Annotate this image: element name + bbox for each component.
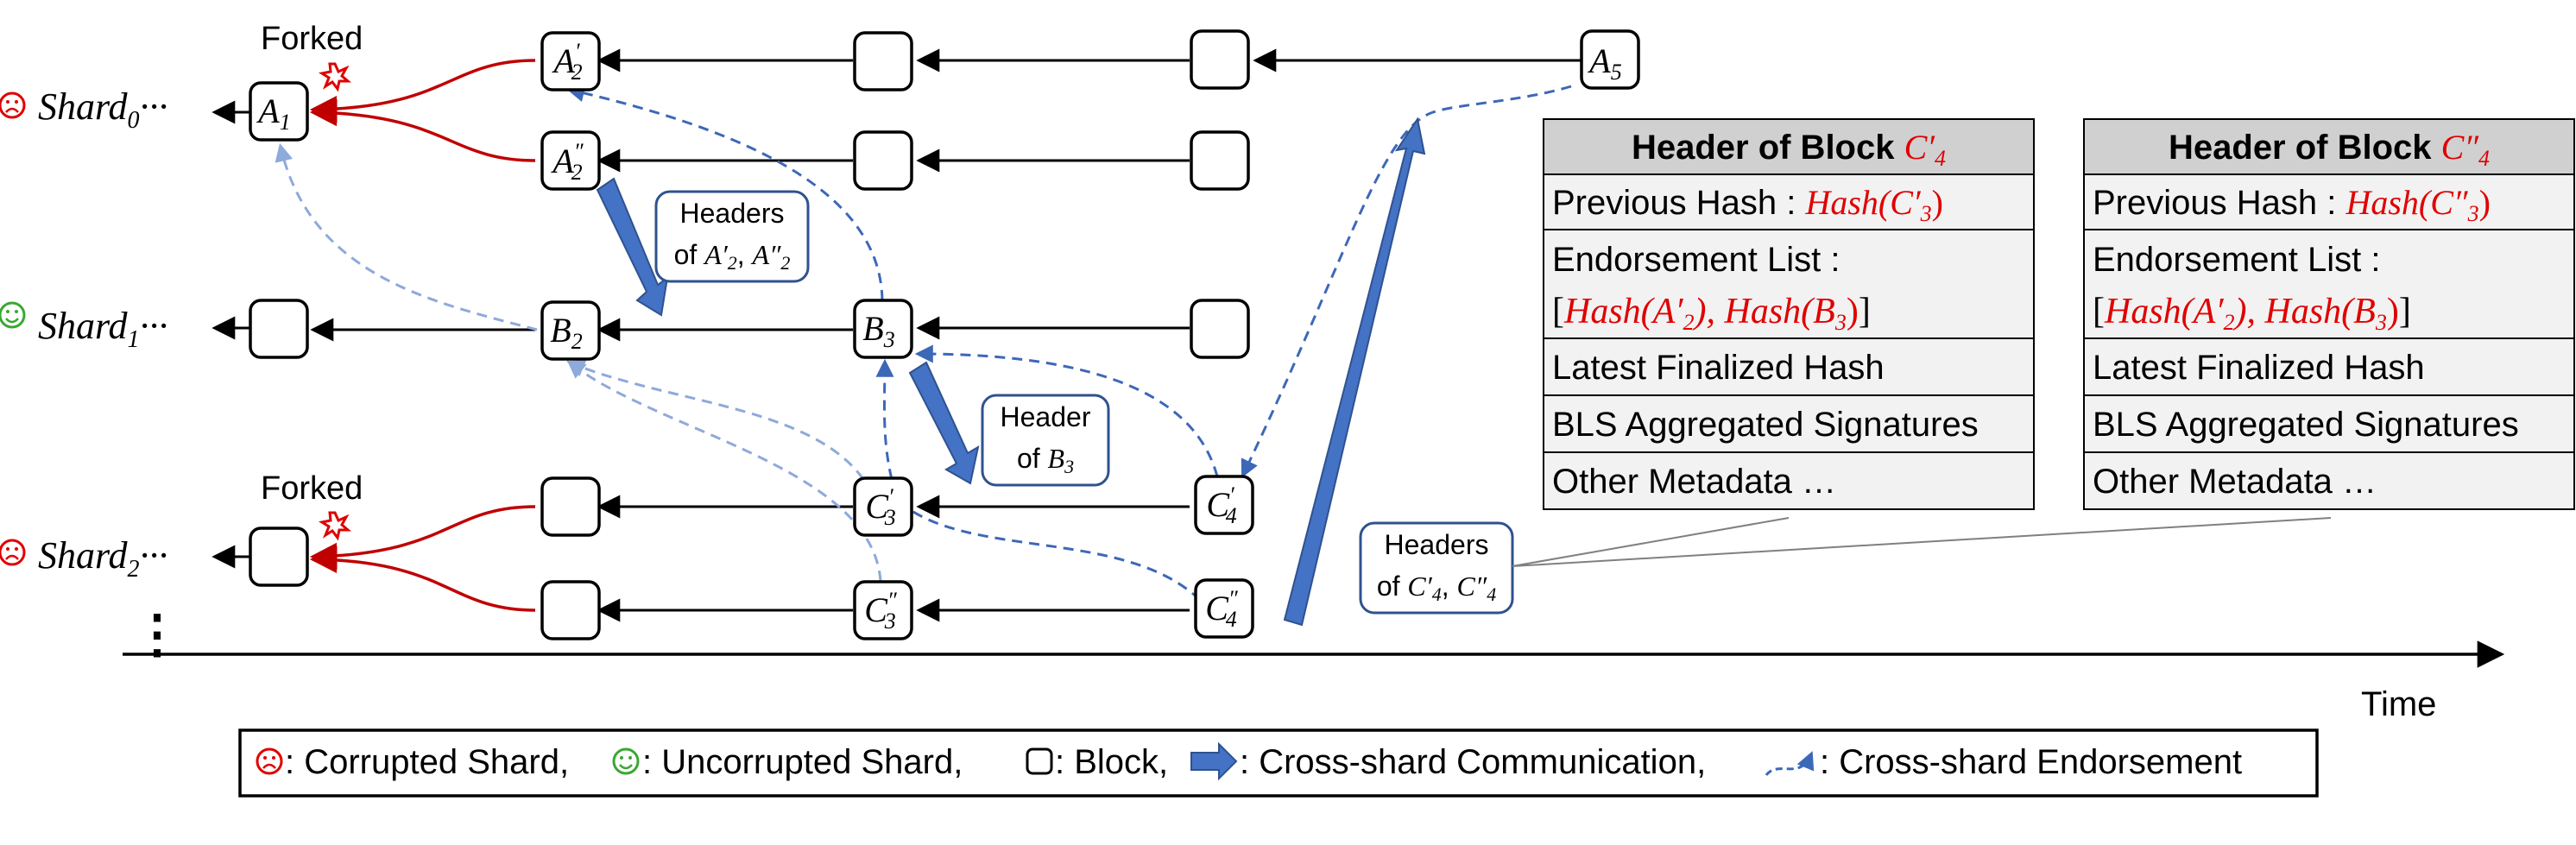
svg-text:Header of Block C′4: Header of Block C′4 <box>1632 128 1946 171</box>
block <box>1190 29 1250 90</box>
communication-legend-icon <box>1190 741 1238 781</box>
block <box>249 527 309 587</box>
block-c4p-label: C′4 <box>1206 482 1236 528</box>
svg-text:Other Metadata …: Other Metadata … <box>1552 463 1836 501</box>
block-a2-double-prime <box>540 130 601 191</box>
svg-text:Previous Hash : Hash(C′3): Previous Hash : Hash(C′3) <box>1552 183 1943 226</box>
block-a5 <box>1580 29 1640 90</box>
endorsement-legend-icon <box>1765 751 1815 777</box>
svg-text:[Hash(A′2), Hash(B3)]: [Hash(A′2), Hash(B3)] <box>1552 292 1871 335</box>
block-a2pp-label: A″2 <box>550 139 584 185</box>
block-a5-label: A5 <box>1587 41 1621 85</box>
svg-text:Other Metadata …: Other Metadata … <box>2093 463 2377 501</box>
block <box>1190 130 1250 191</box>
block <box>540 580 601 640</box>
legend-endorsement-label: : Cross-shard Endorsement <box>1820 743 2242 781</box>
block-c3-double-prime <box>853 580 913 640</box>
block-c4-prime <box>1194 475 1254 535</box>
legend: : Corrupted Shard, : Uncorrupted Shard, … <box>238 728 2319 798</box>
block-a2p-label: A′2 <box>551 39 582 85</box>
uncorrupted-shard-icon <box>0 301 26 329</box>
svg-text:of B3: of B3 <box>1017 443 1074 477</box>
callout-headers-a2: Headers of A′2, A″2 <box>654 190 810 283</box>
block-b2-label: B2 <box>550 311 582 354</box>
svg-text:Latest Finalized Hash: Latest Finalized Hash <box>1552 349 1885 387</box>
legend-block-label: : Block, <box>1055 743 1168 781</box>
block-b3-label: B3 <box>862 309 894 352</box>
svg-text:BLS Aggregated Signatures: BLS Aggregated Signatures <box>2093 406 2519 444</box>
svg-text:of C′4, C″4: of C′4, C″4 <box>1377 571 1496 605</box>
callout-header-b3: Header of B3 <box>981 394 1110 487</box>
block-legend-icon <box>1026 747 1053 775</box>
callout-headers-c4: Headers of C′4, C″4 <box>1359 521 1514 615</box>
block-labels: A1 A′2 A″2 A5 B2 B3 C′3 C′4 C″3 C″4 <box>256 39 1621 634</box>
block-c4pp-label: C″4 <box>1205 586 1239 632</box>
block <box>540 476 601 537</box>
svg-text:Headers: Headers <box>680 198 785 229</box>
forked-label-shard2: Forked <box>261 470 363 507</box>
fork-links <box>309 59 536 612</box>
fork-burst-icon <box>319 62 352 92</box>
svg-text:of A′2, A″2: of A′2, A″2 <box>674 239 791 274</box>
forked-label-shard0: Forked <box>261 21 363 57</box>
shard-2-label: Shard2··· <box>0 534 168 583</box>
svg-text:Latest Finalized Hash: Latest Finalized Hash <box>2093 349 2425 387</box>
svg-text:Header of Block C″4: Header of Block C″4 <box>2169 128 2490 171</box>
header-table-c4-double-prime: Header of Block C″4 Previous Hash : Hash… <box>2083 118 2575 510</box>
block-b3 <box>853 299 913 359</box>
block <box>853 31 913 91</box>
block-c3p-label: C′3 <box>865 484 895 530</box>
block-a2-prime <box>540 31 601 91</box>
svg-text:Header: Header <box>1001 401 1091 432</box>
shard-1-label: Shard1··· <box>0 301 168 353</box>
svg-text:BLS Aggregated Signatures: BLS Aggregated Signatures <box>1552 406 1979 444</box>
block-c3pp-label: C″3 <box>864 588 898 634</box>
svg-text:Shard0···: Shard0··· <box>38 85 168 134</box>
legend-uncorrupted-label: : Uncorrupted Shard, <box>642 743 963 781</box>
legend-communication-label: : Cross-shard Communication, <box>1240 743 1706 781</box>
svg-text:[Hash(A′2), Hash(B3)]: [Hash(A′2), Hash(B3)] <box>2093 292 2411 335</box>
block-grid <box>249 29 1640 640</box>
block <box>249 299 309 359</box>
fork-burst-icon <box>319 511 352 541</box>
callout-connectors <box>1512 517 2332 567</box>
corrupted-shard-icon <box>0 539 26 566</box>
svg-text:Previous Hash : Hash(C″3): Previous Hash : Hash(C″3) <box>2093 183 2491 226</box>
shard-0-label: Shard0··· <box>0 85 168 134</box>
svg-text:Shard2···: Shard2··· <box>38 534 168 583</box>
svg-text:Headers: Headers <box>1385 529 1489 560</box>
block-c4-double-prime <box>1194 578 1254 639</box>
header-table-c4-prime: Header of Block C′4 Previous Hash : Hash… <box>1543 118 2035 510</box>
svg-text:Endorsement List :: Endorsement List : <box>1552 241 1840 279</box>
block-a1-label: A1 <box>256 91 290 135</box>
corrupted-shard-icon <box>0 91 26 119</box>
uncorrupted-shard-icon <box>612 747 640 775</box>
svg-text:Shard1···: Shard1··· <box>38 305 168 353</box>
communication-arrows <box>596 117 1426 627</box>
corrupted-shard-icon <box>256 747 283 775</box>
svg-text:Endorsement List :: Endorsement List : <box>2093 241 2381 279</box>
chain-links <box>212 48 1582 622</box>
block <box>1190 299 1250 359</box>
time-axis-label: Time <box>2361 685 2436 723</box>
endorsement-links <box>275 84 1572 602</box>
legend-corrupted-label: : Corrupted Shard, <box>285 743 569 781</box>
block-b2 <box>540 300 601 361</box>
block <box>853 130 913 191</box>
block-a1 <box>249 81 309 142</box>
block-c3-prime <box>853 476 913 537</box>
